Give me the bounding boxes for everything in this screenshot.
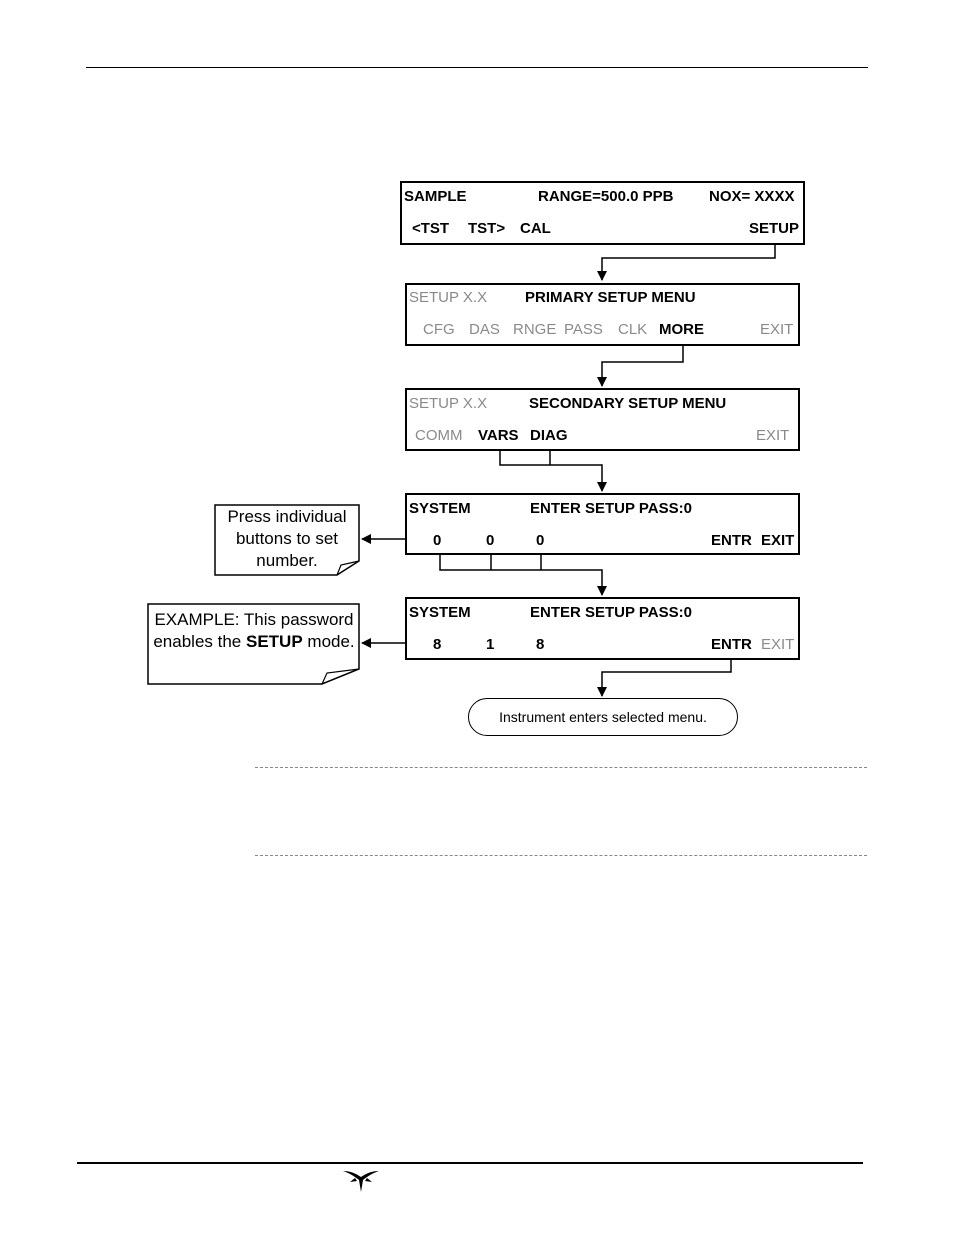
header-rule: [86, 67, 868, 68]
screen5-title: ENTER SETUP PASS:0: [530, 604, 692, 621]
callout-press-buttons: Press individual buttons to set number.: [216, 506, 358, 572]
more-button[interactable]: MORE: [659, 321, 704, 338]
setup-button[interactable]: SETUP: [749, 220, 800, 237]
rnge-button[interactable]: RNGE: [513, 321, 557, 338]
callout1-box: [214, 504, 360, 576]
tst-next-button[interactable]: TST>: [468, 220, 506, 237]
callout2-suffix: mode.: [307, 632, 355, 651]
cal-button[interactable]: CAL: [520, 220, 551, 237]
screen5-exit-button[interactable]: EXIT: [761, 636, 795, 653]
screen1-reading: NOX= XXXX: [709, 188, 795, 205]
screen2-mode: SETUP X.X: [409, 289, 488, 306]
display-secondary-setup: [405, 388, 800, 451]
callout2-box: [147, 603, 360, 685]
diag-button[interactable]: DIAG: [530, 427, 568, 444]
digit-button-1[interactable]: 0: [433, 532, 442, 549]
comm-button[interactable]: COMM: [415, 427, 463, 444]
display-sample: [400, 181, 805, 245]
screen1-range: RANGE=500.0 PPB: [538, 188, 674, 205]
digit-value-1[interactable]: 8: [433, 636, 442, 653]
result-terminal: Instrument enters selected menu.: [468, 698, 738, 736]
screen3-title: SECONDARY SETUP MENU: [529, 395, 727, 412]
result-text: Instrument enters selected menu.: [499, 709, 707, 725]
screen2-title: PRIMARY SETUP MENU: [525, 289, 696, 306]
digit-value-3[interactable]: 8: [536, 636, 545, 653]
connector-more: [597, 345, 684, 387]
digit-button-2[interactable]: 0: [486, 532, 495, 549]
connector-digit-1: [439, 548, 607, 596]
das-button[interactable]: DAS: [469, 321, 500, 338]
connector-vars: [499, 443, 607, 492]
screen3-mode: SETUP X.X: [409, 395, 488, 412]
callout-example-password: EXAMPLE: This password enables the SETUP…: [150, 609, 358, 653]
screen4-exit-button[interactable]: EXIT: [761, 532, 795, 549]
footer-rule: [77, 1162, 863, 1164]
clk-button[interactable]: CLK: [618, 321, 648, 338]
vars-button[interactable]: VARS: [478, 427, 519, 444]
cfg-button[interactable]: CFG: [423, 321, 455, 338]
callout2-prefix: EXAMPLE: This password enables the: [153, 610, 354, 651]
display-primary-setup: [405, 283, 800, 346]
screen2-exit-button[interactable]: EXIT: [760, 321, 794, 338]
display-password-example: [405, 597, 800, 660]
display-password-entry: [405, 493, 800, 555]
screen4-entr-button[interactable]: ENTR: [711, 532, 752, 549]
connector-setup: [597, 244, 776, 281]
note-bottom-separator: [255, 855, 867, 856]
teledyne-logo-icon: [343, 1171, 379, 1192]
tst-prev-button[interactable]: <TST: [412, 220, 450, 237]
screen3-exit-button[interactable]: EXIT: [756, 427, 790, 444]
callout2-bold: SETUP: [245, 632, 303, 651]
screen4-mode: SYSTEM: [409, 500, 471, 517]
note-top-separator: [255, 767, 867, 768]
screen4-title: ENTER SETUP PASS:0: [530, 500, 692, 517]
digit-value-2[interactable]: 1: [486, 636, 495, 653]
screen5-mode: SYSTEM: [409, 604, 471, 621]
callout1-text: Press individual buttons to set number.: [227, 507, 347, 570]
connector-entr: [597, 652, 732, 697]
screen1-mode: SAMPLE: [404, 188, 467, 205]
digit-button-3[interactable]: 0: [536, 532, 545, 549]
pass-button[interactable]: PASS: [564, 321, 603, 338]
screen5-entr-button[interactable]: ENTR: [711, 636, 752, 653]
